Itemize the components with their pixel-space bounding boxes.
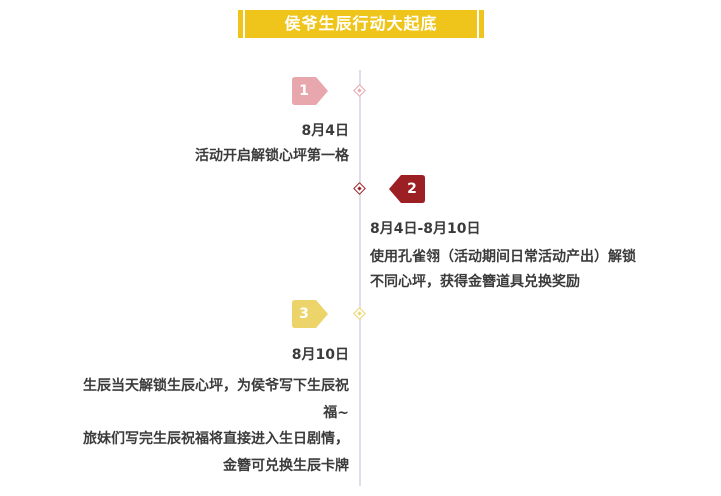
event-2-date: 8月4日-8月10日 — [370, 221, 481, 237]
timeline-line — [359, 70, 361, 486]
event-3-line: 旅妹们写完生辰祝福将直接进入生日剧情， — [83, 431, 349, 447]
event-3-line: 福~ — [323, 404, 349, 421]
event-3-description: 生辰当天解锁生辰心坪，为侯爷写下生辰祝 福~ 旅妹们写完生辰祝福将直接进入生日剧… — [20, 373, 349, 479]
event-2-description: 使用孔雀翎（活动期间日常活动产出）解锁 不同心坪，获得金簪道具兑换奖励 — [370, 245, 710, 295]
title-left-cap — [238, 10, 243, 38]
event-1-line: 活动开启解锁心坪第一格 — [195, 148, 349, 164]
event-2-line: 使用孔雀翎（活动期间日常活动产出）解锁 — [370, 249, 636, 265]
event-1-date: 8月4日 — [301, 123, 349, 139]
event-3-date: 8月10日 — [291, 347, 349, 363]
page-title: 侯爷生辰行动大起底 — [284, 14, 438, 33]
step-number-2: 2 — [407, 181, 417, 197]
timeline-marker-2 — [353, 182, 366, 195]
arrow-right-badge-icon — [292, 300, 328, 328]
title-bar — [245, 10, 477, 38]
arrow-right-badge-icon — [292, 77, 328, 105]
event-2-line: 不同心坪，获得金簪道具兑换奖励 — [370, 274, 580, 290]
step-number-3: 3 — [299, 306, 309, 322]
timeline-marker-1 — [353, 84, 366, 97]
page-title-banner: 侯爷生辰行动大起底 — [238, 10, 484, 38]
event-3-line: 金簪可兑换生辰卡牌 — [223, 457, 349, 474]
step-badge-2: 2 — [389, 175, 425, 203]
step-badge-3: 3 — [292, 300, 328, 328]
arrow-left-badge-icon — [389, 175, 425, 203]
step-number-1: 1 — [299, 83, 309, 99]
timeline-marker-3 — [353, 307, 366, 320]
event-1-description: 活动开启解锁心坪第一格 — [150, 146, 349, 167]
event-3-line: 生辰当天解锁生辰心坪，为侯爷写下生辰祝 — [83, 378, 349, 394]
step-badge-1: 1 — [292, 77, 328, 105]
title-right-cap — [479, 10, 484, 38]
